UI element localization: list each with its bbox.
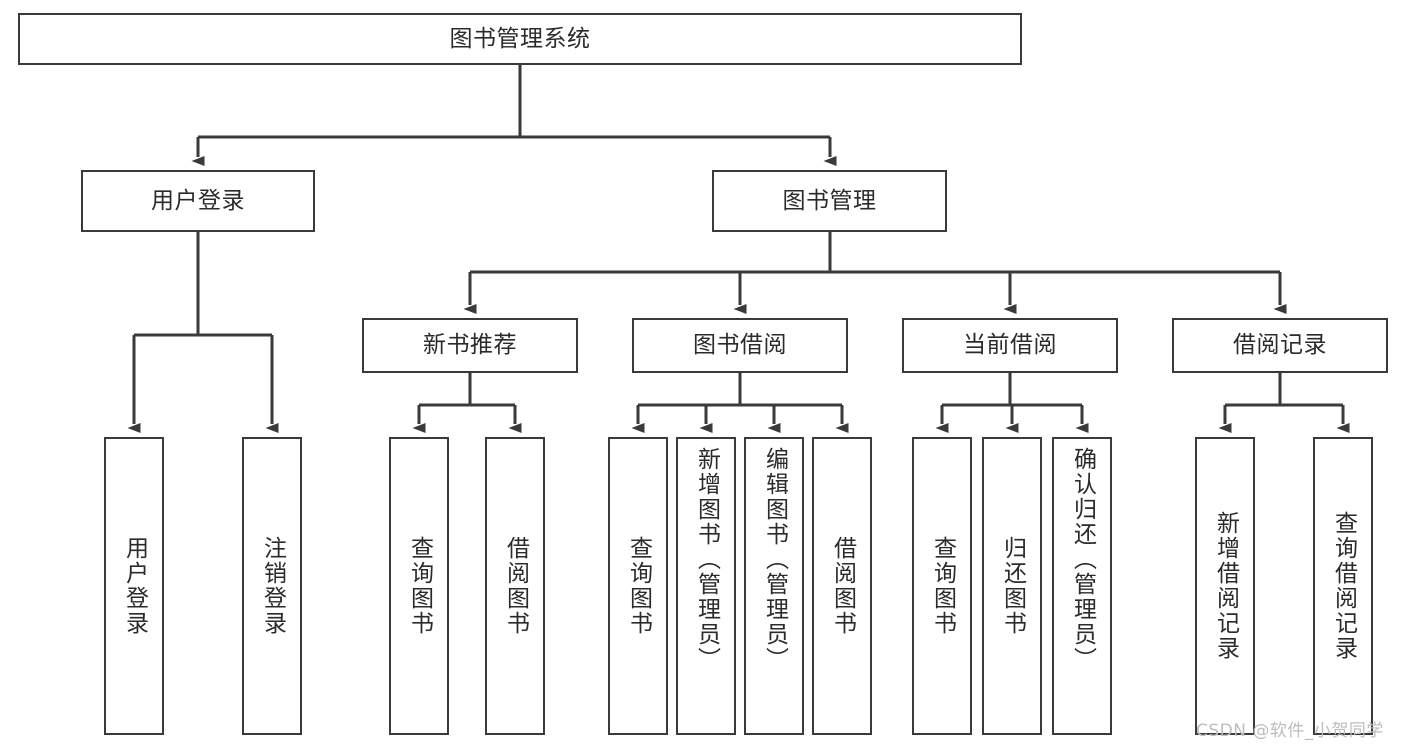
node-current-borrow[interactable]: 当前借阅	[902, 318, 1118, 373]
node-leaf-borrow-book-1-label: 借阅图书	[502, 536, 529, 636]
node-leaf-query-record-label: 查询借阅记录	[1330, 511, 1357, 661]
node-leaf-confirm-return[interactable]: 确认归还（管理员）	[1052, 437, 1112, 735]
node-leaf-logout[interactable]: 注销登录	[242, 437, 302, 735]
node-book-borrow-label: 图书借阅	[693, 332, 787, 358]
node-leaf-query-book-2-label: 查询图书	[625, 536, 652, 636]
node-leaf-query-book-1[interactable]: 查询图书	[389, 437, 449, 735]
node-leaf-query-book-3-label: 查询图书	[929, 536, 956, 636]
node-borrow-record-label: 借阅记录	[1233, 332, 1327, 358]
node-leaf-return-book[interactable]: 归还图书	[982, 437, 1042, 735]
node-user-login-label: 用户登录	[151, 187, 245, 214]
node-leaf-query-book-1-label: 查询图书	[406, 536, 433, 636]
node-root[interactable]: 图书管理系统	[18, 13, 1022, 65]
node-leaf-borrow-book-2[interactable]: 借阅图书	[812, 437, 872, 735]
node-leaf-borrow-book-2-label: 借阅图书	[829, 536, 856, 636]
node-leaf-query-record[interactable]: 查询借阅记录	[1313, 437, 1373, 735]
node-leaf-edit-book[interactable]: 编辑图书（管理员）	[744, 437, 804, 735]
node-borrow-record[interactable]: 借阅记录	[1172, 318, 1388, 373]
node-leaf-borrow-book-1[interactable]: 借阅图书	[485, 437, 545, 735]
node-book-borrow[interactable]: 图书借阅	[632, 318, 848, 373]
node-user-login[interactable]: 用户登录	[81, 170, 315, 232]
node-leaf-user-login-label: 用户登录	[121, 536, 148, 636]
node-book-manage[interactable]: 图书管理	[712, 170, 947, 232]
node-new-book-recommend[interactable]: 新书推荐	[362, 318, 578, 373]
node-root-label: 图书管理系统	[449, 25, 591, 52]
node-current-borrow-label: 当前借阅	[963, 332, 1057, 358]
node-leaf-confirm-return-label: 确认归还（管理员）	[1069, 447, 1096, 672]
node-leaf-return-book-label: 归还图书	[999, 536, 1026, 636]
node-leaf-add-record[interactable]: 新增借阅记录	[1195, 437, 1255, 735]
node-leaf-logout-label: 注销登录	[259, 536, 286, 636]
node-leaf-query-book-3[interactable]: 查询图书	[912, 437, 972, 735]
node-leaf-add-book[interactable]: 新增图书（管理员）	[676, 437, 736, 735]
node-leaf-edit-book-label: 编辑图书（管理员）	[761, 447, 788, 672]
node-leaf-user-login[interactable]: 用户登录	[104, 437, 164, 735]
node-leaf-add-book-label: 新增图书（管理员）	[693, 447, 720, 672]
node-leaf-add-record-label: 新增借阅记录	[1212, 511, 1239, 661]
node-new-book-recommend-label: 新书推荐	[423, 332, 517, 358]
node-leaf-query-book-2[interactable]: 查询图书	[608, 437, 668, 735]
node-book-manage-label: 图书管理	[782, 187, 877, 214]
